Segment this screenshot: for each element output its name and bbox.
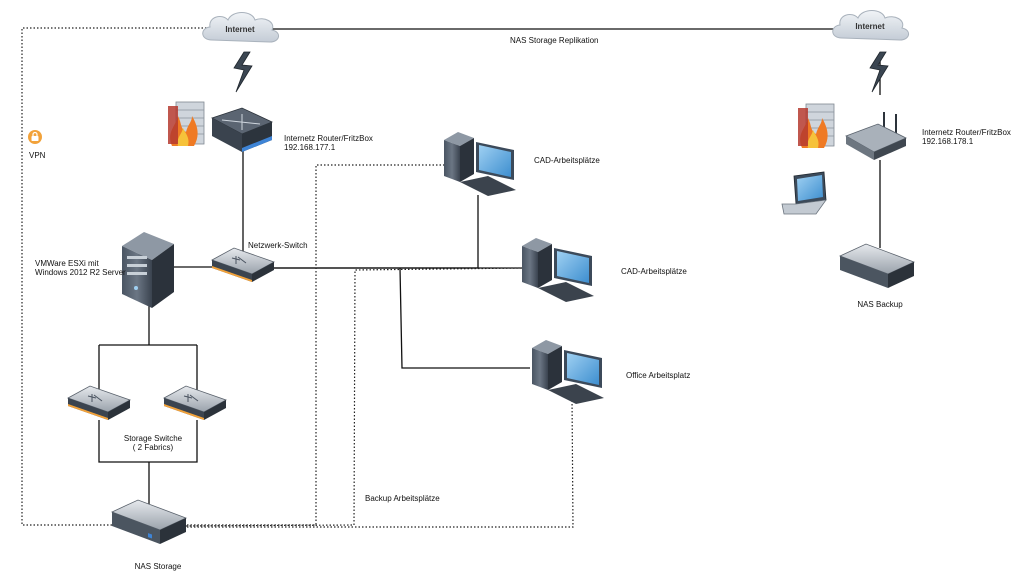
storage-switch-label-line2: ( 2 Fabrics): [132, 443, 174, 452]
replication-label: NAS Storage Replikation: [510, 36, 599, 45]
desktop-pc-icon: [444, 132, 516, 196]
server-label-line2: Windows 2012 R2 Server: [35, 268, 126, 277]
switch-to-office-line: [399, 267, 530, 369]
desktop-pc-icon: [522, 238, 594, 302]
switch-icon: [67, 385, 131, 420]
lightning-icon: [233, 51, 253, 93]
backup-cad2-path: [179, 267, 526, 527]
wifi-router-icon: [845, 112, 907, 160]
nas-icon: [838, 243, 916, 288]
lock-icon: [28, 130, 42, 144]
laptop-icon: [781, 171, 827, 215]
router-left-ip: 192.168.177.1: [284, 143, 336, 152]
dotted-connections: [21, 27, 574, 528]
cloud-icon: [202, 12, 279, 43]
workstation-label-office: Office Arbeitsplatz: [626, 371, 691, 380]
backup-label: Backup Arbeitsplätze: [365, 494, 440, 503]
backup-office-path: [185, 396, 574, 528]
switch-icon: [211, 247, 275, 282]
cloud-label-right: Internet: [855, 22, 885, 31]
cloud-icon: [832, 10, 909, 41]
firewall-icon: [798, 103, 835, 148]
backup-cad1-path: [180, 164, 448, 526]
router-icon: [210, 107, 274, 152]
desktop-pc-icon: [532, 340, 604, 404]
nas-icon: [110, 499, 188, 544]
nas-storage-label: NAS Storage: [134, 562, 182, 571]
server-label-line1: VMWare ESXi mit: [35, 259, 99, 268]
switch-to-cad1-line: [270, 195, 479, 269]
vpn-label: VPN: [29, 151, 46, 160]
nas-backup-label: NAS Backup: [857, 300, 903, 309]
cloud-label-left: Internet: [225, 25, 255, 34]
router-left-name: Internetz Router/FritzBox: [284, 134, 373, 143]
server-tower-icon: [122, 232, 174, 308]
switch-icon: [163, 385, 227, 420]
storage-switch-label-line1: Storage Switche: [123, 434, 183, 443]
router-right-ip: 192.168.178.1: [922, 137, 974, 146]
router-right-name: Internetz Router/FritzBox: [922, 128, 1011, 137]
workstation-label-cad-2: CAD-Arbeitsplätze: [621, 267, 687, 276]
switch-label: Netzwerk-Switch: [248, 241, 308, 250]
workstation-label-cad-1: CAD-Arbeitsplätze: [534, 156, 600, 165]
lightning-icon: [869, 51, 889, 93]
firewall-icon: [168, 101, 205, 146]
